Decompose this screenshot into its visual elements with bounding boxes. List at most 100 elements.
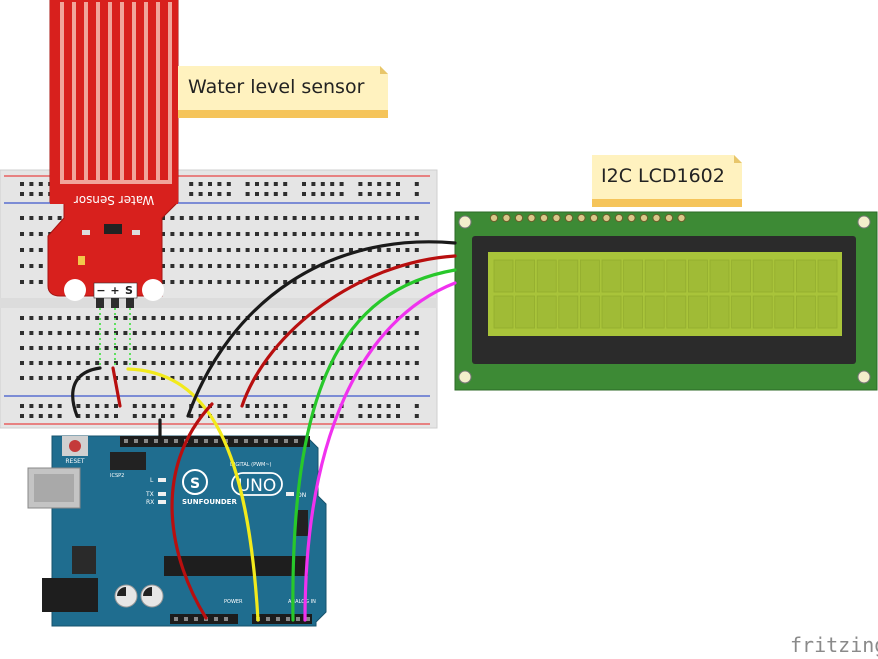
breadboard-hole <box>48 404 53 408</box>
breadboard-hole <box>264 280 269 284</box>
breadboard-hole <box>358 182 363 186</box>
lcd-pin <box>552 213 561 223</box>
breadboard-hole <box>179 331 184 335</box>
breadboard-hole <box>386 248 391 252</box>
breadboard-hole <box>85 414 90 418</box>
breadboard-hole <box>95 376 100 380</box>
header-pin <box>174 439 178 443</box>
lcd-cell <box>558 295 579 329</box>
breadboard-hole <box>161 232 165 236</box>
sensor-trace <box>120 2 124 182</box>
breadboard-hole <box>302 331 306 335</box>
breadboard-hole <box>339 280 344 284</box>
breadboard-hole <box>264 414 269 418</box>
breadboard-hole <box>170 414 175 418</box>
header-pin <box>174 617 178 621</box>
breadboard-hole <box>311 264 316 268</box>
breadboard-hole <box>189 331 194 335</box>
breadboard-hole <box>255 316 259 320</box>
breadboard-hole <box>349 232 353 236</box>
breadboard-hole <box>29 182 34 186</box>
breadboard-hole <box>170 280 175 284</box>
breadboard-hole <box>198 346 203 350</box>
breadboard-hole <box>123 316 128 320</box>
breadboard-hole <box>226 182 231 186</box>
breadboard-hole <box>179 248 184 252</box>
breadboard-hole <box>38 404 43 408</box>
breadboard-hole <box>273 280 278 284</box>
breadboard-hole <box>311 182 316 186</box>
header-pin <box>264 439 268 443</box>
breadboard-hole <box>358 232 363 236</box>
breadboard-hole <box>264 361 269 365</box>
pin-plus-label: + <box>110 284 119 297</box>
breadboard-hole <box>95 316 100 320</box>
breadboard-hole <box>255 376 259 380</box>
breadboard-hole <box>189 376 194 380</box>
breadboard-hole <box>104 414 109 418</box>
breadboard-hole <box>264 216 269 220</box>
lcd-cell <box>515 259 535 293</box>
breadboard-hole <box>217 216 222 220</box>
breadboard-hole <box>20 361 24 365</box>
breadboard-hole <box>132 316 137 320</box>
breadboard-hole <box>377 376 382 380</box>
breadboard-hole <box>189 232 194 236</box>
breadboard-hole <box>414 216 419 220</box>
breadboard-hole <box>255 331 259 335</box>
breadboard-hole <box>208 376 212 380</box>
breadboard-hole <box>386 404 391 408</box>
breadboard-hole <box>48 346 53 350</box>
lcd-cell <box>688 259 708 293</box>
lcd-pin <box>639 213 649 223</box>
breadboard-hole <box>273 216 278 220</box>
breadboard-hole <box>405 361 410 365</box>
lcd-cell <box>709 295 730 329</box>
breadboard-hole <box>320 280 325 284</box>
lcd-cell <box>623 259 643 293</box>
breadboard-hole <box>170 216 175 220</box>
breadboard-hole <box>349 248 353 252</box>
lcd-cell <box>623 295 643 329</box>
breadboard-hole <box>198 280 203 284</box>
breadboard-hole <box>29 331 34 335</box>
breadboard-hole <box>292 346 297 350</box>
breadboard-hole <box>320 361 325 365</box>
breadboard-hole <box>386 361 391 365</box>
breadboard-hole <box>320 232 325 236</box>
breadboard-hole <box>236 361 241 365</box>
breadboard-hole <box>20 280 24 284</box>
analog-label: ANALOG IN <box>288 599 316 605</box>
header-pin <box>144 439 148 443</box>
reset-label: RESET <box>65 458 85 465</box>
lcd-cell <box>731 295 751 329</box>
breadboard-hole <box>386 182 391 186</box>
breadboard-hole <box>320 192 325 196</box>
breadboard-hole <box>396 216 400 220</box>
breadboard-hole <box>358 331 363 335</box>
header-pin <box>154 439 158 443</box>
wire-green-sda <box>291 268 457 622</box>
breadboard-hole <box>226 404 231 408</box>
breadboard-hole <box>283 346 288 350</box>
water-sensor-label: Water level sensor <box>188 76 365 98</box>
breadboard-hole <box>396 376 400 380</box>
breadboard-hole <box>264 232 269 236</box>
breadboard-hole <box>20 182 24 186</box>
sensor-trace <box>72 2 76 182</box>
breadboard-hole <box>198 404 203 408</box>
breadboard-hole <box>20 192 24 196</box>
breadboard-hole <box>217 331 222 335</box>
breadboard-hole <box>339 182 344 186</box>
breadboard-hole <box>95 361 100 365</box>
breadboard-hole <box>396 280 400 284</box>
breadboard-hole <box>283 216 288 220</box>
breadboard-hole <box>302 414 306 418</box>
breadboard-hole <box>189 216 194 220</box>
breadboard-hole <box>104 404 109 408</box>
breadboard-hole <box>255 216 259 220</box>
breadboard-hole <box>330 414 335 418</box>
breadboard-hole <box>349 216 353 220</box>
breadboard-hole <box>67 361 71 365</box>
breadboard-hole <box>396 232 400 236</box>
